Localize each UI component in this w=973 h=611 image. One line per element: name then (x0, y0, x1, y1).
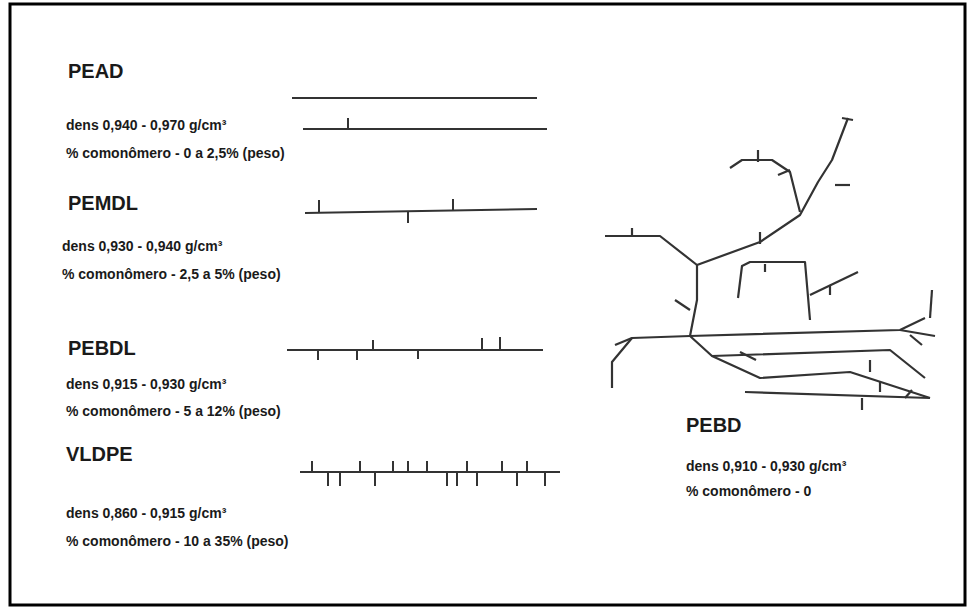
density-range: dens 0,910 - 0,930 g/cm³ (686, 458, 846, 474)
branch-tick (476, 472, 478, 486)
branch-tick (359, 461, 361, 472)
branch-tick (544, 472, 546, 486)
frame (10, 4, 965, 605)
branch-tick (526, 461, 528, 472)
branch-tick (446, 472, 448, 486)
comonomer-content: % comonômero - 0 a 2,5% (peso) (66, 145, 285, 161)
comonomer-content: % comonômero - 10 a 35% (peso) (66, 533, 289, 549)
branch-tick (339, 472, 341, 486)
density-range: dens 0,930 - 0,940 g/cm³ (62, 238, 222, 254)
polymer-name: PEBDL (68, 337, 136, 360)
polymer-name: VLDPE (66, 443, 133, 466)
density-range: dens 0,915 - 0,930 g/cm³ (66, 376, 226, 392)
polymer-name: PEMDL (68, 192, 138, 215)
branch-tick (516, 472, 518, 486)
branch-tick (456, 472, 458, 486)
branch-tick (407, 461, 409, 472)
comonomer-content: % comonômero - 2,5 a 5% (peso) (62, 266, 281, 282)
linear-chains (287, 98, 560, 472)
polymer-name: PEBD (686, 414, 742, 437)
branch-tick (392, 461, 394, 472)
branch-tick (501, 461, 503, 472)
branch-tick (311, 461, 313, 472)
branch-tick (466, 461, 468, 472)
comonomer-content: % comonômero - 5 a 12% (peso) (66, 403, 281, 419)
branch-tick (327, 472, 329, 486)
polymer-name: PEAD (68, 60, 124, 83)
comonomer-content: % comonômero - 0 (686, 483, 811, 499)
branched-chain (605, 118, 935, 410)
branch-tick (374, 472, 376, 486)
density-range: dens 0,940 - 0,970 g/cm³ (66, 117, 226, 133)
branch-tick (426, 461, 428, 472)
density-range: dens 0,860 - 0,915 g/cm³ (66, 505, 226, 521)
short-branches (312, 461, 545, 486)
